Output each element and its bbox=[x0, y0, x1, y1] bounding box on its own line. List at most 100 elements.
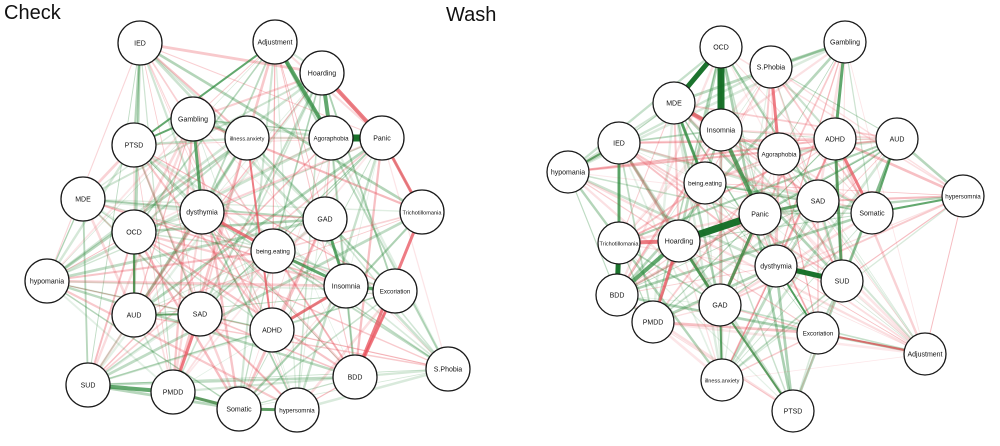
check-edge-panic-s-phobia bbox=[381, 137, 449, 370]
check-node-adhd: ADHD bbox=[249, 307, 295, 353]
check-edge-hypomania-somatic bbox=[46, 280, 240, 410]
check-node-dysthymia: dysthymia bbox=[179, 189, 225, 235]
check-node-label-mde: MDE bbox=[75, 197, 91, 204]
wash-edge-s-phobia-hypersomnia bbox=[770, 66, 964, 197]
wash-edge-mde-hoarding bbox=[672, 102, 681, 242]
wash-edge-mde-aud bbox=[673, 102, 898, 140]
check-edge-hoarding-excoriation bbox=[321, 72, 396, 292]
wash-node-trichotillomania: Trichotillomania bbox=[597, 221, 641, 265]
check-edge-gambling-somatic bbox=[191, 118, 241, 410]
check-edge-ied-sud bbox=[87, 42, 141, 386]
check-edge-ied-hypomania bbox=[46, 42, 141, 282]
wash-node-circle-agoraphobia bbox=[757, 132, 801, 176]
wash-edge-aud-illness-anxiety bbox=[720, 138, 899, 381]
wash-edge-somatic-illness-anxiety bbox=[721, 212, 873, 381]
wash-edge-sad-pmdd bbox=[652, 200, 819, 323]
wash-node-sad: SAD bbox=[796, 179, 840, 223]
wash-node-circle-illness-anxiety bbox=[700, 358, 744, 402]
wash-node-circle-panic bbox=[738, 192, 782, 236]
check-node-label-gad: GAD bbox=[317, 217, 332, 224]
wash-node-label-agoraphobia: Agoraphobia bbox=[761, 152, 797, 159]
wash-edge-gambling-somatic bbox=[844, 41, 873, 214]
wash-node-circle-somatic bbox=[850, 191, 894, 235]
check-edge-panic-sad bbox=[199, 137, 383, 315]
check-node-insomnia: Insomnia bbox=[323, 263, 369, 309]
check-edge-hoarding-gambling bbox=[192, 71, 323, 121]
check-node-circle-excoriation bbox=[372, 268, 418, 314]
check-edge-hypomania-s-phobia bbox=[46, 280, 449, 370]
wash-edge-adhd-hypersomnia bbox=[834, 137, 964, 198]
check-node-circle-agoraphobia bbox=[308, 115, 354, 161]
check-node-label-being-eating: being.eating bbox=[256, 249, 290, 256]
check-node-label-excoriation: Excoriation bbox=[380, 289, 411, 296]
check-node-sad: SAD bbox=[177, 291, 223, 337]
check-edge-illness-anxiety-sad bbox=[199, 137, 248, 315]
check-node-label-trichotillomania: Trichotillomania bbox=[403, 211, 443, 217]
wash-edge-dysthymia-bdd bbox=[616, 265, 777, 296]
wash-node-insomnia: Insomnia bbox=[699, 108, 743, 152]
check-edge-gambling-s-phobia bbox=[192, 118, 449, 370]
check-node-label-aud: AUD bbox=[127, 313, 142, 320]
check-node-trichotillomania: Trichotillomania bbox=[399, 189, 445, 235]
check-edge-hoarding-pmdd bbox=[172, 72, 323, 393]
check-node-agoraphobia: Agoraphobia bbox=[308, 115, 354, 161]
check-edge-illness-anxiety-sud bbox=[87, 137, 248, 386]
wash-edge-ocd-sad bbox=[720, 46, 819, 202]
check-node-circle-being-eating bbox=[250, 228, 296, 274]
check-edge-mde-sud bbox=[82, 198, 89, 386]
check-node-label-somatic: Somatic bbox=[226, 407, 252, 414]
wash-edge-ied-dysthymia bbox=[618, 142, 777, 267]
wash-node-circle-hoarding bbox=[657, 219, 701, 263]
wash-node-circle-bdd bbox=[595, 273, 639, 317]
check-node-hoarding: Hoarding bbox=[299, 50, 345, 96]
wash-node-label-dysthymia: dysthymia bbox=[760, 264, 792, 271]
check-node-circle-s-phobia bbox=[425, 346, 471, 392]
wash-node-ptsd: PTSD bbox=[771, 389, 815, 433]
check-edge-being-eating-bdd bbox=[272, 250, 356, 378]
wash-node-mde: MDE bbox=[652, 81, 696, 125]
check-node-circle-ocd bbox=[111, 209, 157, 255]
wash-node-label-ptsd: PTSD bbox=[784, 409, 803, 416]
wash-edge-hypomania-panic bbox=[567, 171, 761, 215]
wash-node-circle-aud bbox=[875, 117, 919, 161]
check-edge-s-phobia-pmdd bbox=[172, 367, 449, 394]
wash-edge-agoraphobia-excoriation bbox=[778, 153, 819, 334]
check-edge-gambling-hypomania bbox=[46, 118, 194, 282]
wash-edge-hypomania-bdd bbox=[567, 171, 618, 296]
check-edge-hypomania-pmdd bbox=[46, 280, 174, 393]
check-edge-ied-illness-anxiety bbox=[139, 42, 248, 139]
check-node-panic: Panic bbox=[359, 115, 405, 161]
wash-node-label-sud: SUD bbox=[835, 279, 850, 286]
wash-node-circle-being-eating bbox=[683, 161, 727, 205]
wash-edge-hypomania-illness-anxiety bbox=[567, 171, 723, 381]
wash-node-circle-excoriation bbox=[796, 311, 840, 355]
check-edge-sad-hypersomnia bbox=[199, 313, 298, 411]
check-node-label-adhd: ADHD bbox=[262, 328, 282, 335]
wash-node-label-adjustment: Adjustment bbox=[907, 352, 942, 359]
wash-edge-gambling-insomnia bbox=[720, 41, 846, 131]
check-edge-dysthymia-bdd bbox=[201, 211, 356, 378]
wash-node-label-gad: GAD bbox=[712, 303, 727, 310]
wash-node-illness-anxiety: illness.anxiety bbox=[700, 358, 744, 402]
check-edge-hoarding-hypomania bbox=[46, 71, 323, 283]
check-edge-ocd-s-phobia bbox=[133, 231, 449, 370]
wash-edge-somatic-bdd bbox=[616, 211, 873, 297]
wash-node-hypersomnia: hypersomnia bbox=[941, 174, 985, 218]
check-panel-title: Check bbox=[4, 2, 61, 24]
check-edge-gambling-hypersomnia bbox=[192, 118, 298, 411]
wash-edge-insomnia-sud bbox=[720, 129, 843, 282]
wash-node-ocd: OCD bbox=[699, 25, 743, 69]
wash-node-label-excoriation: Excoriation bbox=[803, 331, 834, 338]
wash-panel-title: Wash bbox=[446, 4, 497, 26]
check-node-circle-trichotillomania bbox=[399, 189, 445, 235]
wash-edge-insomnia-aud bbox=[720, 128, 898, 141]
check-node-circle-mde bbox=[60, 176, 106, 222]
wash-node-circle-adhd bbox=[813, 117, 857, 161]
wash-edge-sad-adjustment bbox=[817, 200, 926, 355]
check-node-label-gambling: Gambling bbox=[178, 117, 208, 124]
check-edge-panic-dysthymia bbox=[201, 137, 383, 213]
wash-node-circle-mde bbox=[652, 81, 696, 125]
wash-node-label-ocd: OCD bbox=[713, 45, 729, 52]
check-edge-insomnia-somatic bbox=[238, 285, 347, 410]
wash-edge-dysthymia-ptsd bbox=[774, 265, 795, 412]
